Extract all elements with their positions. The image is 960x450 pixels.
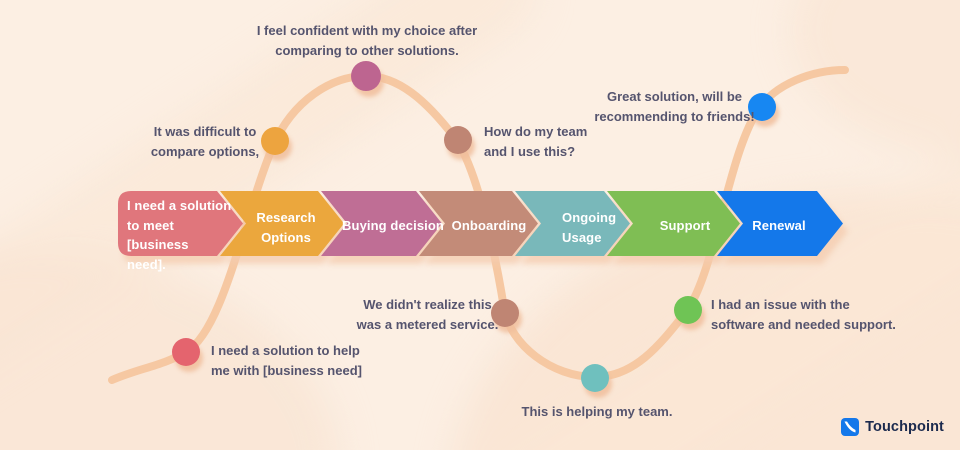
touchpoint-dot-need-solution	[172, 338, 200, 366]
touchpoint-dot-difficult-compare	[261, 127, 289, 155]
stage-label-research-options: Research Options	[256, 210, 316, 245]
touchpoint-dot-recommend-friends	[748, 93, 776, 121]
note-confident-choice: I feel confident with my choice after co…	[256, 23, 478, 58]
touchpoint-dot-issue-support	[674, 296, 702, 324]
stage-label-onboarding: Onboarding	[451, 218, 527, 233]
stage-arrow-need-solution	[118, 191, 243, 256]
touchpoint-dot-metered-service	[491, 299, 519, 327]
note-need-solution-help: I need a solution to help me with [busin…	[211, 343, 362, 378]
note-difficult-compare: It was difficult to compare options,	[150, 124, 260, 159]
touchpoint-logo-icon	[841, 418, 860, 436]
blob-diagonal-right	[460, 132, 960, 450]
touchpoint-dot-how-to-use	[444, 126, 472, 154]
touchpoint-dot-helping-team	[581, 364, 609, 392]
note-metered-service: We didn't realize this was a metered ser…	[356, 297, 499, 332]
touchpoint-logo-text: Touchpoint	[865, 419, 944, 435]
note-helping-team: This is helping my team.	[521, 404, 673, 419]
stage-label-renewal: Renewal	[752, 218, 806, 233]
touchpoint-dot-confident-choice	[351, 61, 381, 91]
stage-arrow-renewal	[717, 191, 843, 256]
touchpoint-logo: Touchpoint	[841, 418, 944, 436]
note-recommend-friends: Great solution, will be recommending to …	[594, 89, 755, 124]
stage-label-support: Support	[659, 218, 711, 233]
blob-top-right	[790, 0, 960, 159]
stage-arrow-onboarding	[419, 191, 538, 256]
stage-arrow-ongoing-usage	[515, 191, 630, 256]
stage-label-ongoing-usage: Ongoing Usage	[562, 210, 617, 245]
note-issue-support: I had an issue with the software and nee…	[711, 297, 896, 332]
stage-label-need-solution: I need a solution to meet [business need…	[127, 198, 232, 272]
blob-bottom-right	[455, 190, 960, 450]
stage-label-buying-decision: Buying decision	[342, 218, 444, 233]
blob-diagonal-left	[0, 0, 558, 417]
stage-arrow-research-options	[220, 191, 344, 256]
stage-arrow-buying-decision	[321, 191, 442, 256]
note-how-to-use: How do my team and I use this?	[484, 124, 588, 159]
stage-arrow-support	[607, 191, 740, 256]
